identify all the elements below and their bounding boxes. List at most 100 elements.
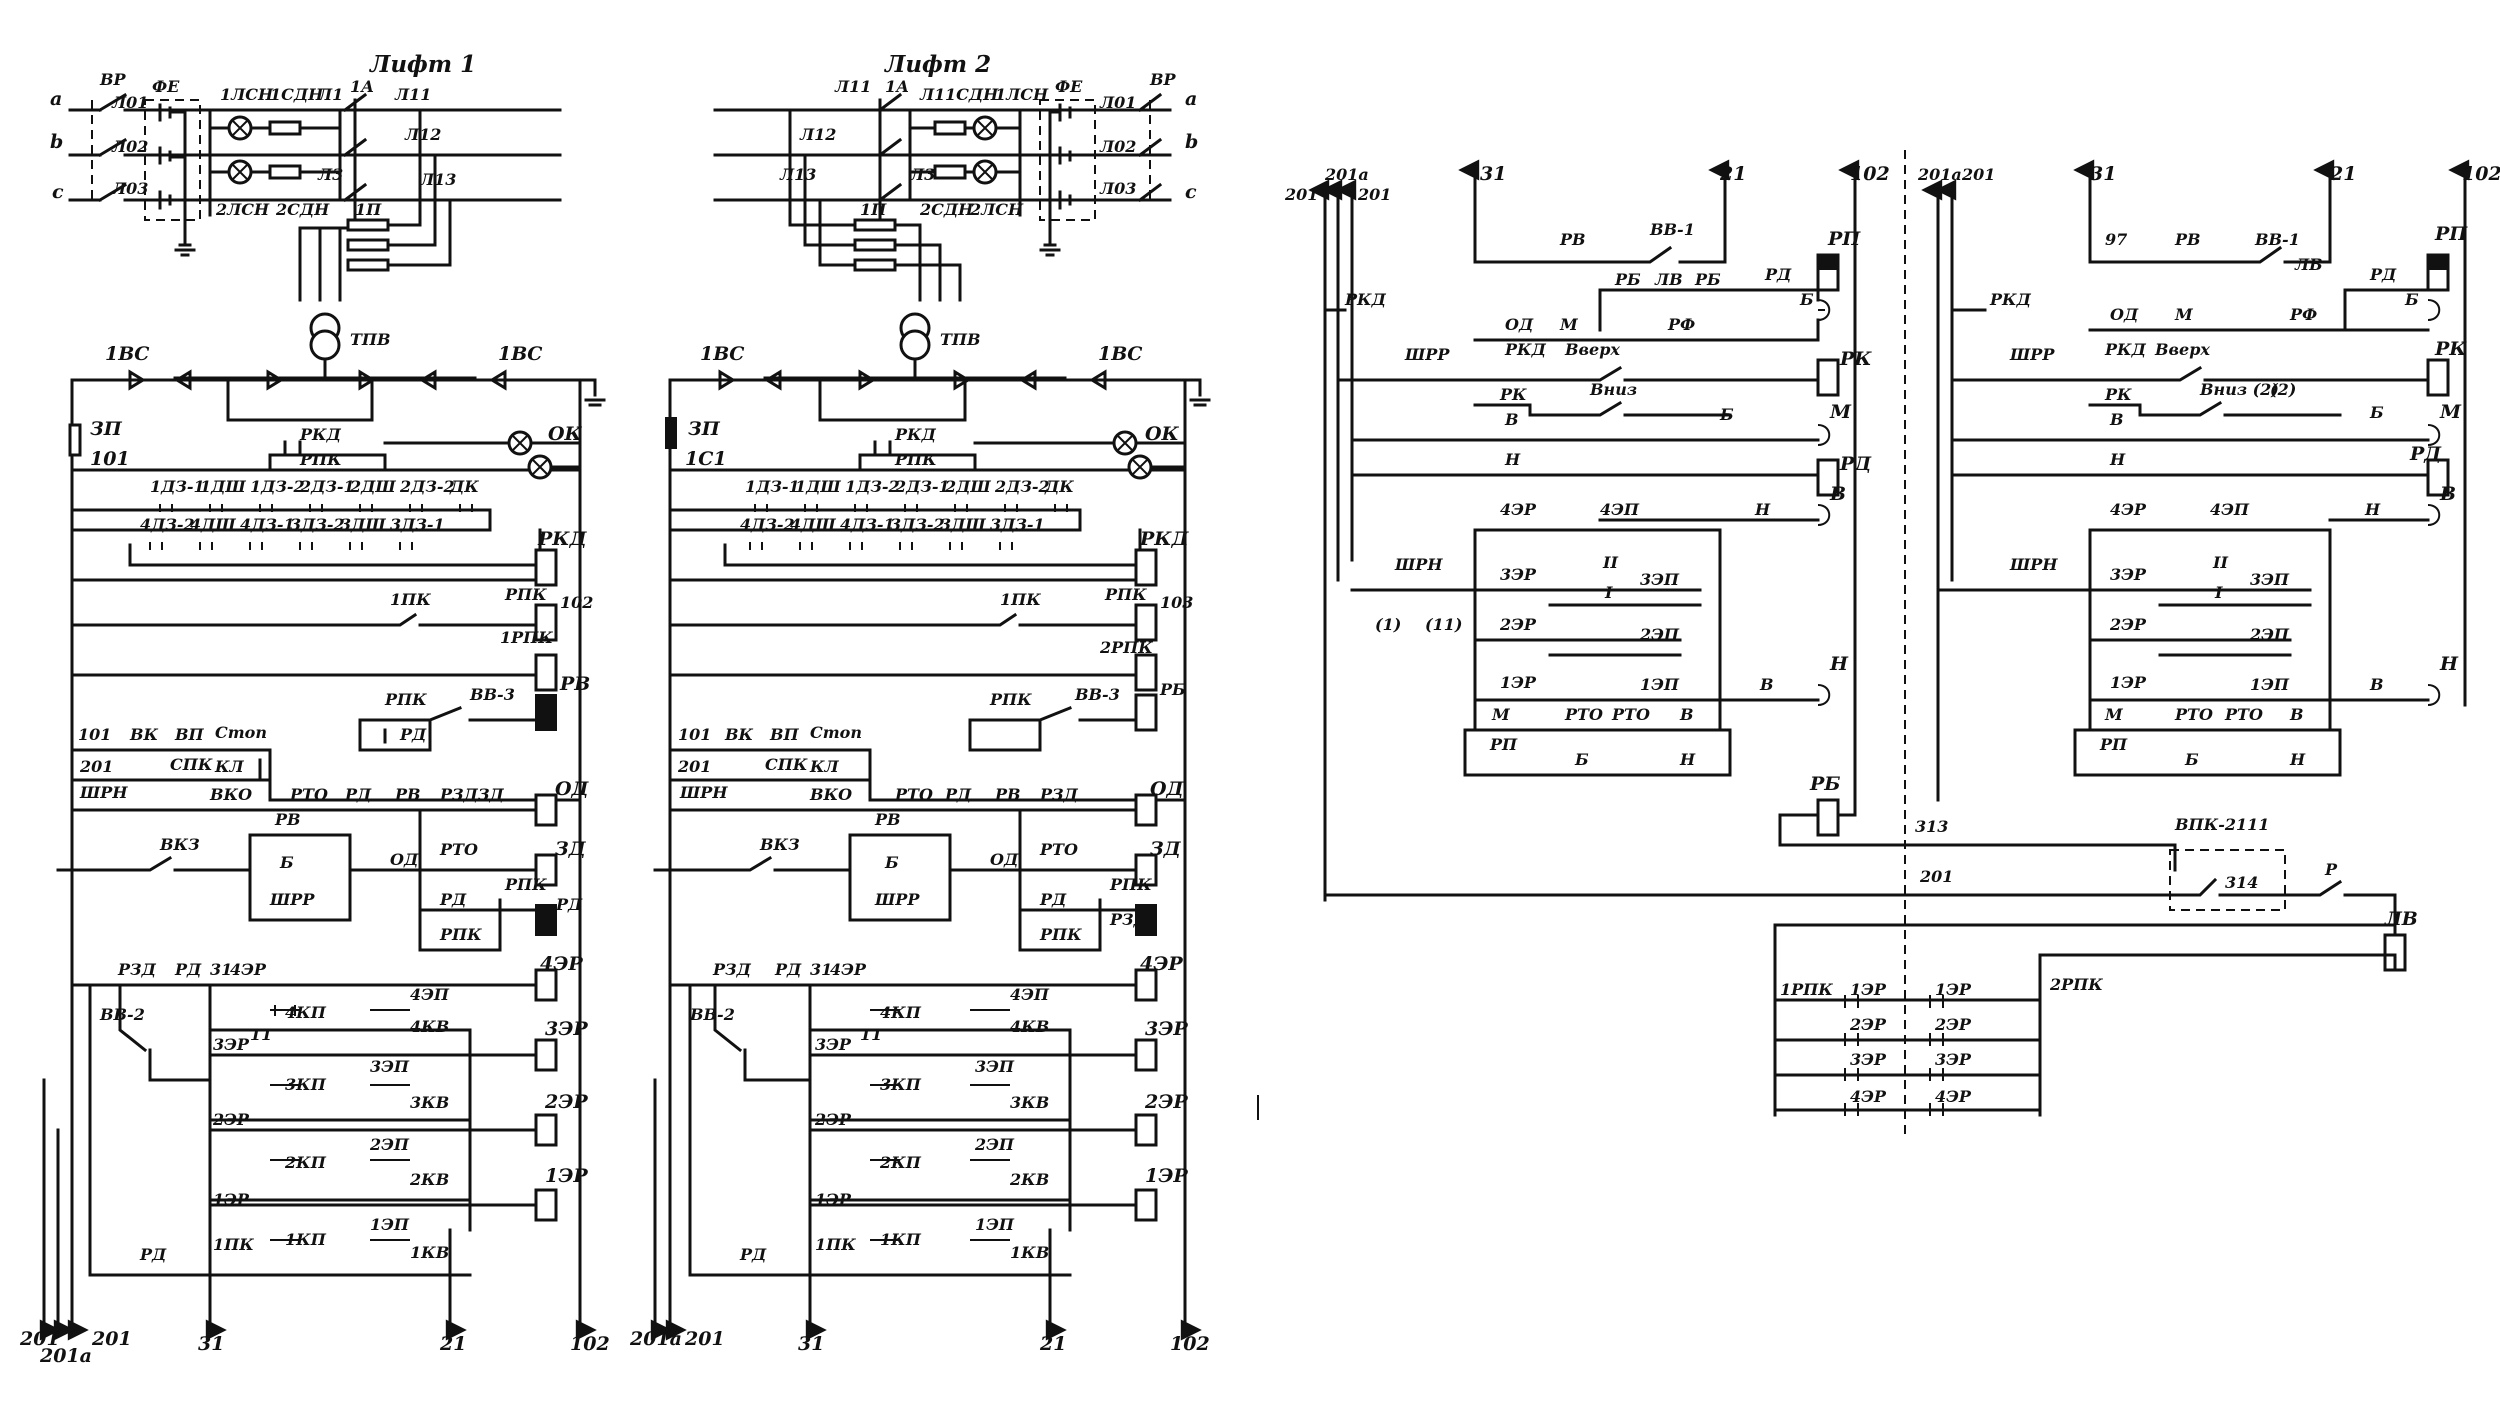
svg-text:1П: 1П [860, 200, 887, 219]
svg-text:Л03: Л03 [1099, 179, 1136, 198]
lift2-power-section: Лифт 2 a b c Л11 1А Л1 1СДН 1ЛСН ФЕ ВР Л… [668, 51, 1211, 422]
svg-text:РД: РД [774, 960, 802, 979]
svg-text:Н: Н [1679, 750, 1696, 769]
svg-text:РТО: РТО [439, 840, 478, 859]
door-contact-label: 1ДШ [200, 477, 246, 496]
svg-text:ВВ-1: ВВ-1 [2254, 230, 2300, 249]
svg-text:1ЭР: 1ЭР [2110, 673, 2147, 692]
svg-text:РПК: РПК [1104, 585, 1147, 604]
svg-text:Л01: Л01 [111, 93, 148, 112]
svg-text:201a: 201a [1917, 165, 1962, 184]
svg-text:ОК: ОК [1145, 423, 1180, 445]
svg-text:(11): (11) [1425, 615, 1462, 634]
svg-text:РБ: РБ [1159, 680, 1186, 699]
svg-text:М: М [2174, 305, 2194, 324]
svg-text:31: 31 [2090, 163, 2116, 185]
svg-text:РБ: РБ [1614, 270, 1641, 289]
svg-text:1СДН: 1СДН [270, 85, 324, 104]
rail-label-201a: 201a [39, 1345, 92, 1367]
svg-text:3КП: 3КП [285, 1075, 327, 1094]
lift2-rails: 201a 201 31 21 102 [629, 378, 1210, 1355]
svg-text:РКД: РКД [2104, 340, 2147, 359]
door-contact-mark [209, 504, 223, 512]
svg-text:Л13: Л13 [419, 170, 456, 189]
svg-text:II: II [2212, 553, 2228, 572]
door-contact-mark [1004, 504, 1018, 512]
door-contact-label: 2ДШ [944, 477, 991, 496]
svg-text:ВП: ВП [174, 725, 205, 744]
door-contact-label: 2ДШ [349, 477, 396, 496]
svg-text:РТО: РТО [289, 785, 328, 804]
svg-text:3ЭР: 3ЭР [815, 1035, 852, 1054]
phase-b-label: b [50, 131, 63, 153]
svg-text:1ВС: 1ВС [105, 343, 149, 365]
svg-text:2ЭР: 2ЭР [1849, 1015, 1887, 1034]
svg-text:М: М [1829, 401, 1852, 423]
interlock-circuit: 313 ВПК-2111 314 201 Р ЛВ 1РПК 2РПК 1ЭР … [1257, 815, 2418, 1120]
svg-text:3ЭР: 3ЭР [1850, 1050, 1887, 1069]
svg-text:1ПК: 1ПК [213, 1235, 254, 1254]
door-contact-mark [249, 542, 263, 550]
svg-text:Вниз: Вниз [1589, 380, 1637, 399]
svg-text:1РПК: 1РПК [500, 628, 553, 647]
svg-text:97: 97 [2105, 230, 2127, 249]
door-contact-mark [199, 542, 213, 550]
svg-text:201a: 201a [629, 1328, 682, 1350]
svg-text:РВ: РВ [994, 785, 1021, 804]
svg-text:ВВ-2: ВВ-2 [689, 1005, 735, 1024]
svg-text:ВР: ВР [1149, 70, 1177, 89]
svg-text:1ВС: 1ВС [1098, 343, 1142, 365]
svg-text:ШРН: ШРН [1394, 555, 1443, 574]
svg-text:1ЭП: 1ЭП [2250, 675, 2290, 694]
door-contact-mark [299, 542, 313, 550]
svg-text:РП: РП [2434, 223, 2468, 245]
svg-text:Л1: Л1 [919, 85, 945, 104]
door-contact-mark [1054, 504, 1068, 512]
svg-text:РКД: РКД [1989, 290, 2032, 309]
svg-text:В: В [2109, 410, 2124, 429]
svg-text:В: В [1759, 675, 1774, 694]
svg-text:ОД: ОД [990, 850, 1019, 869]
svg-text:3ЭП: 3ЭП [1640, 570, 1680, 589]
svg-text:ШРН: ШРН [679, 783, 728, 802]
svg-text:РКД: РКД [299, 425, 342, 444]
svg-text:РД: РД [439, 890, 467, 909]
svg-text:2РПК: 2РПК [2049, 975, 2103, 994]
door-contact-mark [904, 504, 918, 512]
lift1-title: Лифт 1 [369, 51, 476, 78]
svg-text:4КП: 4КП [285, 1003, 327, 1022]
svg-text:В: В [1829, 483, 1846, 505]
svg-text:ВВ-1: ВВ-1 [1649, 220, 1695, 239]
door-contact-mark [399, 542, 413, 550]
svg-text:3ЭП: 3ЭП [975, 1057, 1015, 1076]
svg-text:2КП: 2КП [284, 1153, 327, 1172]
svg-text:ЗД: ЗД [478, 785, 505, 804]
svg-text:ВКО: ВКО [209, 785, 252, 804]
svg-text:2РПК: 2РПК [1099, 638, 1153, 657]
svg-text:Б: Б [884, 853, 899, 872]
svg-text:3ЭП: 3ЭП [370, 1057, 410, 1076]
svg-text:РКД: РКД [894, 425, 937, 444]
svg-text:РПК: РПК [504, 875, 547, 894]
svg-text:Л13: Л13 [779, 165, 816, 184]
door-contact-label: 3ДЗ-1 [990, 515, 1045, 534]
svg-text:ОД: ОД [555, 778, 590, 800]
door-contact-label: 2ДЗ-1 [894, 477, 950, 496]
svg-text:РТО: РТО [1564, 705, 1603, 724]
svg-text:4ЭП: 4ЭП [410, 985, 450, 1004]
svg-text:1ЭП: 1ЭП [370, 1215, 410, 1234]
svg-text:b: b [1185, 131, 1198, 153]
svg-text:ЗП: ЗП [90, 418, 123, 440]
svg-text:РТО: РТО [894, 785, 933, 804]
svg-text:2СДН: 2СДН [275, 200, 330, 219]
svg-text:Н: Н [1829, 653, 1849, 675]
svg-text:М: М [2104, 705, 2124, 724]
svg-text:РД: РД [2409, 443, 2442, 465]
svg-text:ВК: ВК [129, 725, 159, 744]
svg-text:Н: Н [1504, 450, 1521, 469]
svg-text:Б: Б [2369, 403, 2384, 422]
svg-text:1П: 1П [355, 200, 382, 219]
svg-text:3ЭР: 3ЭР [545, 1018, 588, 1040]
svg-text:РТО: РТО [1611, 705, 1650, 724]
svg-text:1ЛСН: 1ЛСН [220, 85, 274, 104]
